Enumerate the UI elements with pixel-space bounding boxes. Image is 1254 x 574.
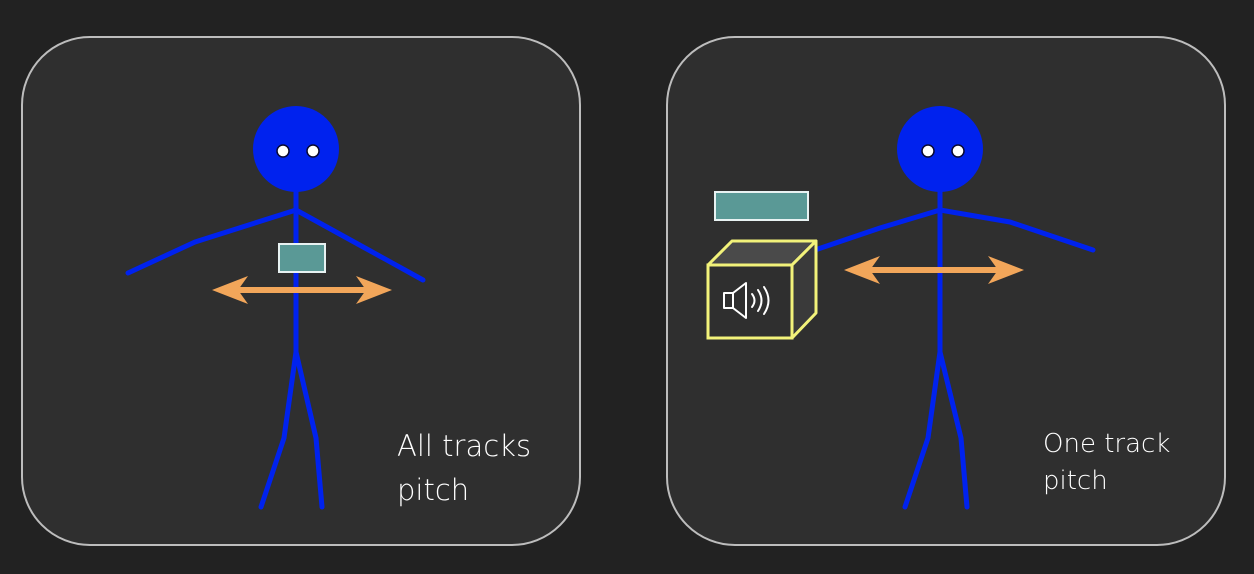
eye-right-2 bbox=[951, 144, 965, 158]
stick-figure-left bbox=[125, 177, 426, 510]
caption-right-line-1: One track bbox=[1043, 429, 1171, 459]
speaker-icon bbox=[723, 282, 770, 319]
eye-left-1 bbox=[276, 144, 290, 158]
caption-left-line-2: pitch bbox=[397, 473, 470, 507]
caption-left-line-1: All tracks bbox=[397, 429, 532, 463]
track-marker-left bbox=[278, 243, 326, 273]
eye-left-2 bbox=[306, 144, 320, 158]
head-right bbox=[897, 106, 983, 192]
speaker-box bbox=[706, 239, 818, 340]
caption-right-line-2: pitch bbox=[1043, 466, 1108, 496]
track-marker-right bbox=[714, 191, 809, 221]
eye-right-1 bbox=[921, 144, 935, 158]
caption-all-tracks-pitch: All tracks pitch bbox=[397, 424, 531, 512]
panel-right bbox=[666, 36, 1226, 546]
caption-one-track-pitch: One track pitch bbox=[1043, 426, 1170, 500]
stick-figure-right bbox=[812, 177, 1096, 510]
head-left bbox=[253, 106, 339, 192]
panel-right-frame bbox=[666, 36, 1226, 546]
pitch-arrow-right bbox=[844, 256, 1024, 284]
pitch-arrow-left bbox=[212, 276, 392, 304]
panel-left bbox=[21, 36, 581, 546]
